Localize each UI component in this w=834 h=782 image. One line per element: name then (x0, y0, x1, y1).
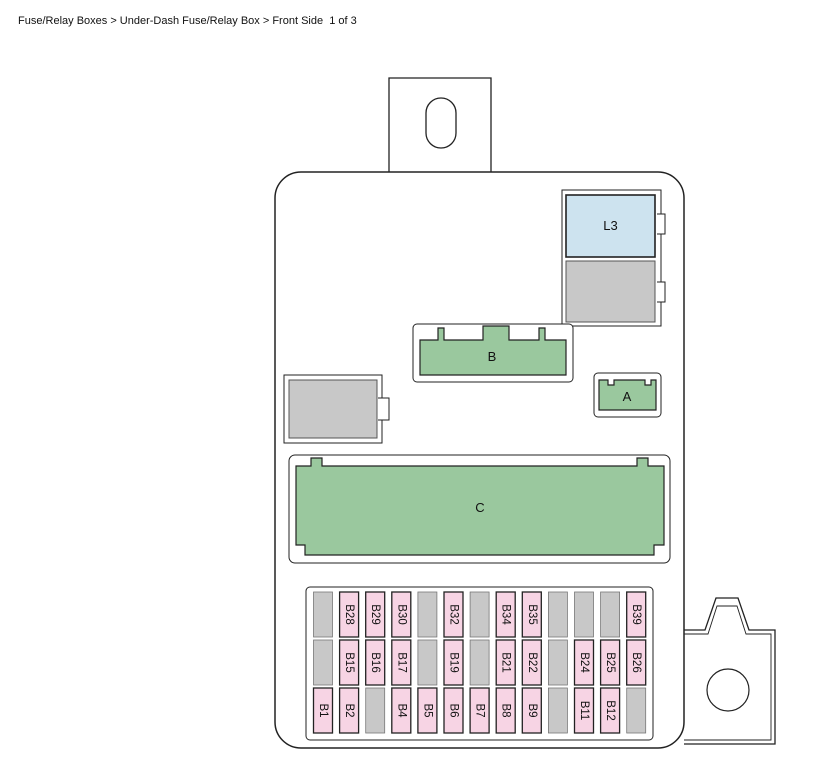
fuse-blank-slot (574, 591, 594, 638)
left-relay-blank-slot (288, 379, 378, 439)
fuse-label-b21: B21 (500, 652, 512, 672)
fuse-b39[interactable] (626, 591, 647, 638)
fuse-label-b26: B26 (630, 652, 642, 672)
fuse-b9[interactable] (521, 687, 542, 734)
fuse-b30[interactable] (391, 591, 412, 638)
fuse-b5[interactable] (417, 687, 438, 734)
fuse-blank-slot (417, 591, 438, 638)
fuse-b6[interactable] (443, 687, 464, 734)
fuse-b12[interactable] (599, 687, 621, 734)
fuse-b32[interactable] (443, 591, 464, 638)
fuse-label-b6: B6 (448, 703, 460, 717)
fuse-label-b24: B24 (578, 652, 590, 673)
fuse-b8[interactable] (495, 687, 516, 734)
fuse-label-b16: B16 (369, 652, 381, 672)
fuse-label-b15: B15 (343, 652, 355, 672)
fuse-blank-slot (600, 591, 620, 638)
fuse-b4[interactable] (391, 687, 412, 734)
fuse-b21[interactable] (495, 639, 516, 686)
fuse-label-b25: B25 (604, 652, 616, 672)
fuse-label-b9: B9 (526, 703, 538, 717)
fuse-label-b35: B35 (526, 604, 538, 624)
fuse-label-b8: B8 (500, 703, 512, 717)
relay-blank-slot (565, 260, 656, 323)
fuse-blank-slot (313, 591, 333, 638)
relay-tab-lower (657, 281, 666, 303)
fuse-blank-slot (313, 639, 333, 686)
fuse-blank-slot (469, 591, 490, 638)
fuse-b24[interactable] (573, 639, 595, 686)
fuse-b26[interactable] (626, 639, 647, 686)
breadcrumb: Fuse/Relay Boxes > Under-Dash Fuse/Relay… (18, 15, 357, 27)
fuse-b29[interactable] (365, 591, 386, 638)
relay-tab-upper (657, 213, 666, 235)
relay-L3-label: L3 (603, 218, 617, 233)
connector-A[interactable] (598, 379, 657, 411)
fuse-b19[interactable] (443, 639, 464, 686)
fuse-blank-slot (548, 639, 568, 686)
fuse-blank-slot (626, 687, 647, 734)
fuse-blank-slot (548, 687, 568, 734)
fuse-label-b12: B12 (604, 700, 616, 720)
connector-B-label: B (488, 349, 497, 364)
fuse-label-b34: B34 (500, 604, 512, 625)
fuse-label-b11: B11 (578, 701, 590, 721)
fuse-blank-slot (548, 591, 568, 638)
connector-C-label: C (475, 500, 484, 515)
fuse-label-b28: B28 (343, 604, 355, 624)
fuse-b7[interactable] (469, 687, 490, 734)
fuse-blank-slot (365, 687, 386, 734)
side-bracket-inner (684, 605, 772, 741)
fuse-b28[interactable] (338, 591, 360, 638)
fuse-b16[interactable] (365, 639, 386, 686)
fuse-b25[interactable] (599, 639, 621, 686)
fuse-b34[interactable] (495, 591, 516, 638)
fuse-label-b32: B32 (448, 604, 460, 624)
fuse-label-b4: B4 (395, 703, 407, 718)
fuse-b15[interactable] (338, 639, 360, 686)
breadcrumb-path[interactable]: Fuse/Relay Boxes > Under-Dash Fuse/Relay… (18, 15, 324, 27)
fuse-b17[interactable] (391, 639, 412, 686)
fuse-label-b2: B2 (343, 703, 355, 717)
fuse-b35[interactable] (521, 591, 542, 638)
fuse-label-b17: B17 (395, 652, 407, 672)
fuse-label-b7: B7 (474, 703, 486, 717)
fuse-label-b19: B19 (448, 652, 460, 672)
fuse-label-b22: B22 (526, 652, 538, 672)
fuse-blank-slot (469, 639, 490, 686)
connector-B[interactable] (419, 325, 567, 376)
fuse-b22[interactable] (521, 639, 542, 686)
fuse-label-b1: B1 (317, 703, 329, 717)
page-counter: 1 of 3 (329, 15, 357, 27)
fuse-blank-slot (417, 639, 438, 686)
fuse-b2[interactable] (338, 687, 360, 734)
side-bracket-hole (706, 668, 750, 712)
mounting-hole-slot (425, 97, 457, 149)
fuse-label-b5: B5 (421, 703, 433, 717)
fuse-b1[interactable] (312, 687, 334, 734)
relay-L3[interactable] (565, 194, 656, 258)
left-relay-tab (378, 397, 390, 421)
fuse-label-b29: B29 (369, 604, 381, 624)
connector-A-label: A (623, 389, 632, 404)
fuse-label-b30: B30 (395, 604, 407, 624)
fuse-b11[interactable] (573, 687, 595, 734)
fuse-label-b39: B39 (630, 604, 642, 624)
connector-C[interactable] (295, 457, 665, 556)
